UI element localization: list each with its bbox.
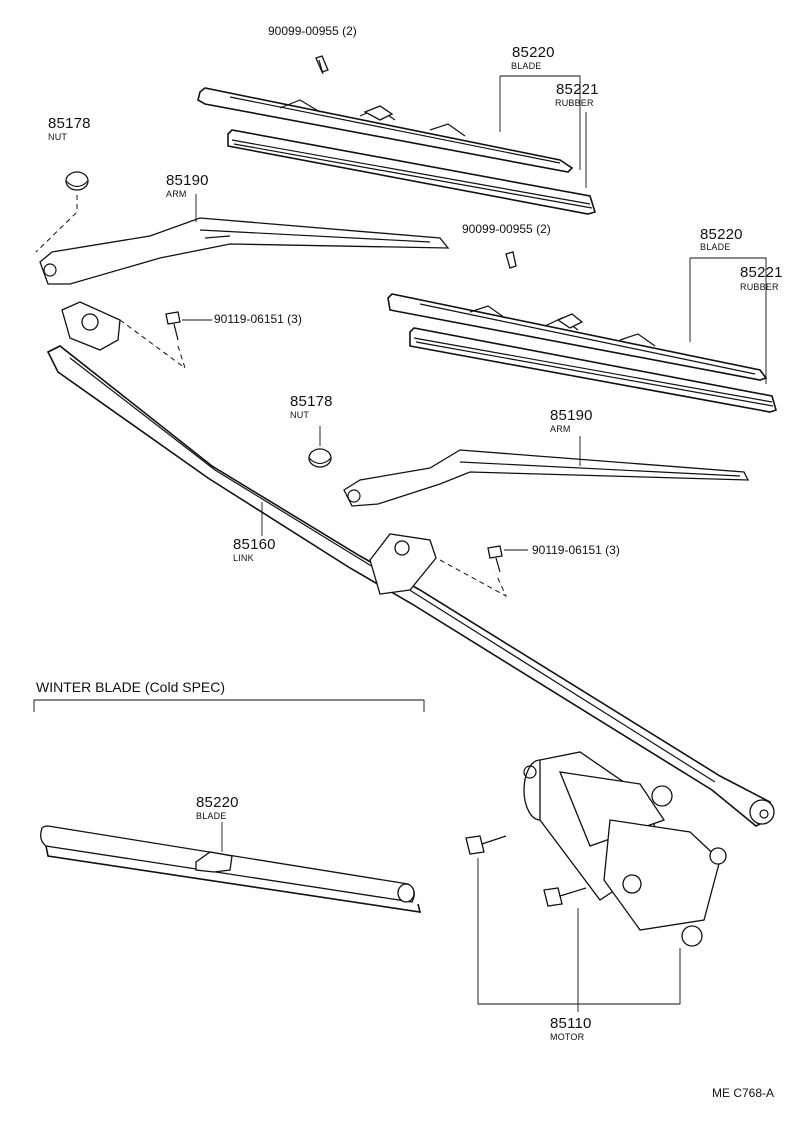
blade-part-number: 85220 [512,44,555,61]
figure-code: ME C768-A [712,1086,775,1100]
nut-icon [308,448,332,468]
arm-part-number: 85190 [550,407,593,424]
winter-blade-icon [40,825,422,913]
winter-blade-part-number: 85220 [196,794,239,811]
motor-part-number: 85110 [550,1015,592,1032]
bolt-icon [543,887,587,907]
wiper-arm-icon [343,449,750,507]
link-label: LINK [233,553,254,563]
bolt-icon [487,545,503,573]
nut-icon [65,171,89,191]
screw-part-number: 90099-00955 (2) [462,222,551,236]
wiper-blade-icon [197,87,574,173]
nut-label: NUT [290,410,310,420]
bolt-icon [465,835,507,855]
screw-part-number: 90099-00955 (2) [268,24,357,38]
bolt-part-number: 90119-06151 (3) [214,312,302,326]
rubber-label: RUBBER [555,98,594,108]
nut-label: NUT [48,132,68,142]
rubber-label: RUBBER [740,282,779,292]
screw-icon [505,251,517,269]
blade-rubber-icon [409,327,777,413]
winter-blade-label: BLADE [196,811,227,821]
wiper-motor-icon [523,751,727,947]
bolt-part-number: 90119-06151 (3) [532,543,620,557]
motor-label: MOTOR [550,1032,585,1042]
link-part-number: 85160 [233,536,276,553]
arm-part-number: 85190 [166,172,209,189]
blade-part-number: 85220 [700,226,743,243]
nut-part-number: 85178 [290,393,333,410]
linkage-icon [46,301,775,827]
arm-label: ARM [166,189,187,199]
rubber-part-number: 85221 [556,81,599,98]
nut-part-number: 85178 [48,115,91,132]
blade-label: BLADE [511,61,542,71]
pivot-icon [369,533,437,595]
screw-icon [315,55,329,75]
blade-rubber-icon [227,129,597,215]
blade-label: BLADE [700,242,731,252]
winter-blade-section-title: WINTER BLADE (Cold SPEC) [36,679,226,695]
wiper-arm-icon [39,217,450,285]
bolt-icon [165,311,181,341]
arm-label: ARM [550,424,571,434]
rubber-part-number: 85221 [740,264,783,281]
